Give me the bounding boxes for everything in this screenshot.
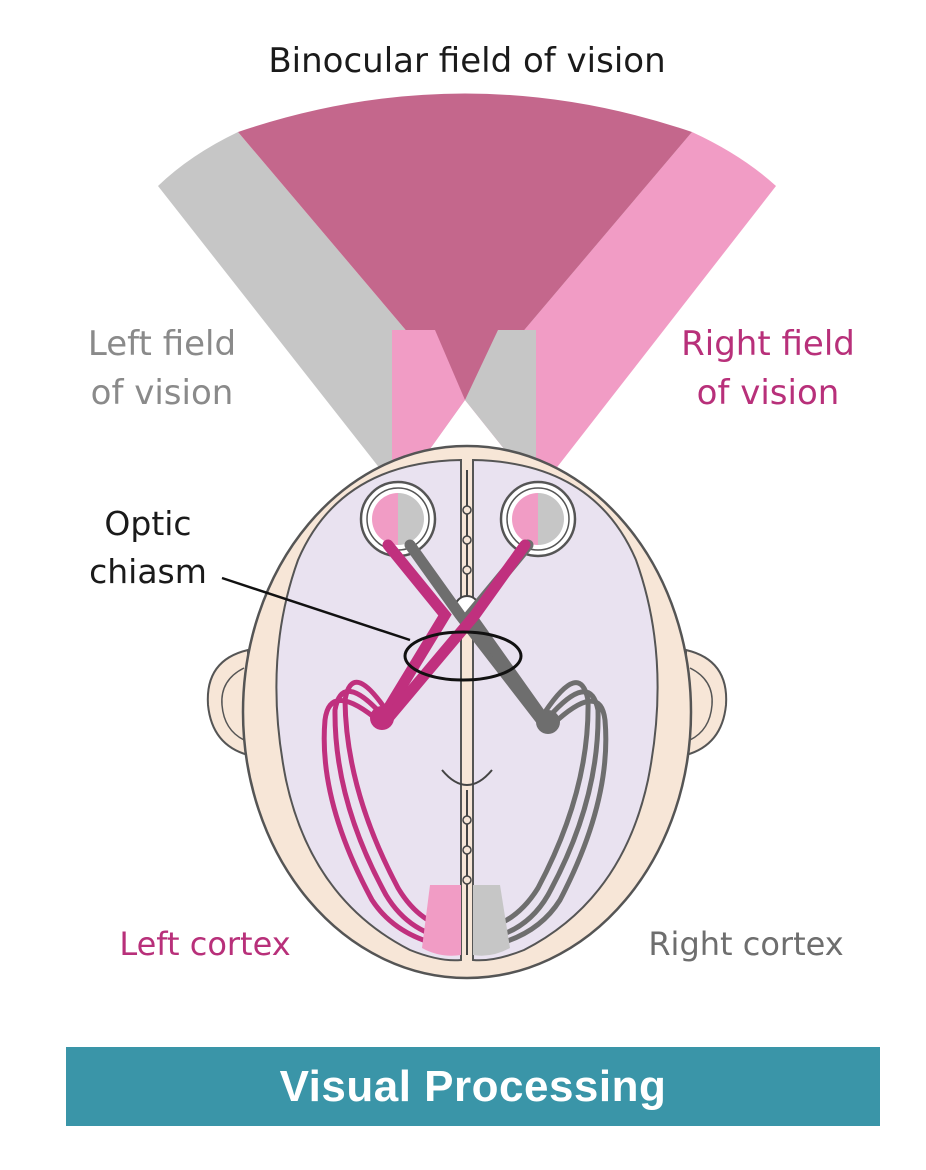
- right-hemisphere: [472, 458, 659, 962]
- left-ear-inner: [221, 667, 245, 741]
- left-cortex-label: Left cortex: [119, 925, 290, 963]
- brainstem-outline: [441, 769, 493, 786]
- left-ear: [206, 648, 249, 757]
- fissure-beads: [462, 505, 472, 885]
- right-cortex-region: [473, 885, 510, 956]
- right-lgn: [536, 710, 560, 734]
- right-ear: [685, 648, 728, 757]
- binocular-field-label: Binocular field of vision: [268, 41, 665, 81]
- left-field-wedge: [158, 132, 465, 484]
- left-eye: [359, 480, 437, 558]
- magenta-pathway: [321, 539, 531, 951]
- banner-title: Visual Processing: [279, 1061, 667, 1111]
- right-ear-inner: [689, 667, 713, 741]
- right-cortex-label: Right cortex: [648, 925, 843, 963]
- optic-chiasm-label-line1: Optic: [104, 504, 191, 543]
- optic-chiasm-ellipse: [403, 630, 523, 682]
- right-eye: [499, 480, 577, 558]
- left-cortex-region: [422, 885, 461, 956]
- right-field-label-line1: Right field: [681, 324, 855, 364]
- optic-chiasm-label-line2: chiasm: [89, 552, 207, 591]
- visual-fields: [158, 93, 776, 484]
- left-field-label-line2: of vision: [91, 373, 234, 413]
- right-eye-grey-strip: [465, 330, 536, 484]
- right-field-label-line2: of vision: [697, 373, 840, 413]
- grey-pathway: [404, 539, 609, 951]
- left-eye-pink-strip: [392, 330, 465, 484]
- left-lgn: [370, 706, 394, 730]
- right-field-wedge: [465, 132, 776, 484]
- left-field-label-line1: Left field: [88, 324, 236, 364]
- title-banner: Visual Processing: [66, 1047, 880, 1126]
- optic-chiasm-pointer: [221, 576, 411, 642]
- binocular-field-wedge: [238, 93, 692, 400]
